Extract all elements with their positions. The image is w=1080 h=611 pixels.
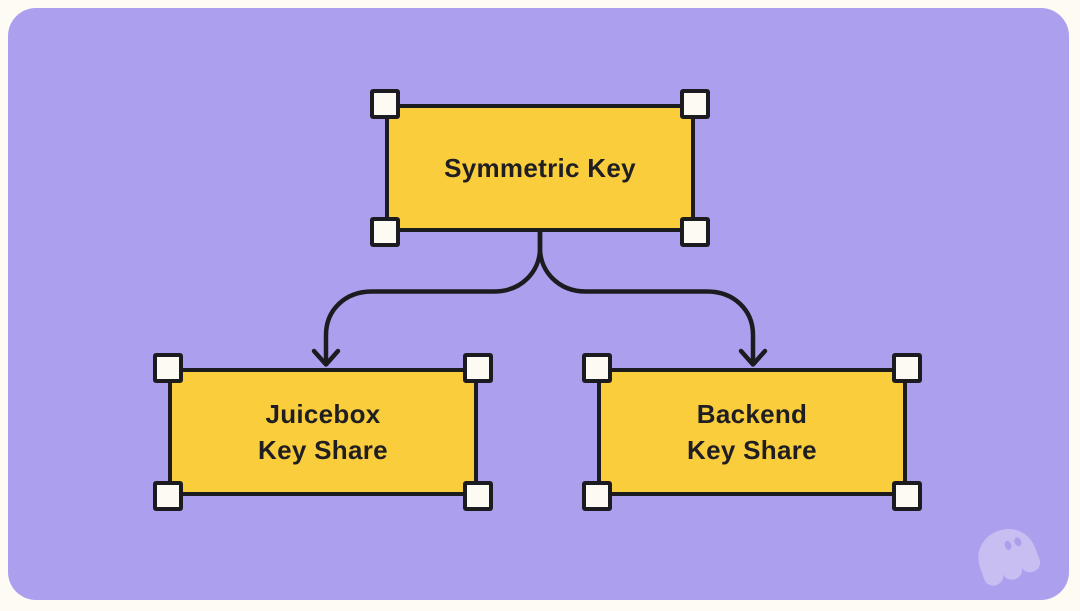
- node-label-line: Key Share: [687, 435, 817, 465]
- ghost-eye-right: [1014, 537, 1022, 547]
- node-label-line: Juicebox: [265, 399, 381, 429]
- resize-handle-top-right[interactable]: [463, 353, 493, 383]
- node-label-line: Symmetric Key: [444, 153, 636, 183]
- node-label: Juicebox Key Share: [258, 396, 388, 468]
- resize-handle-bottom-right[interactable]: [680, 217, 710, 247]
- resize-handle-bottom-left[interactable]: [153, 481, 183, 511]
- node-label-line: Backend: [696, 399, 808, 429]
- node-label: Symmetric Key: [444, 150, 636, 186]
- node-juicebox-key-share[interactable]: Juicebox Key Share: [153, 353, 493, 511]
- resize-handle-bottom-right[interactable]: [892, 481, 922, 511]
- resize-handle-top-right[interactable]: [892, 353, 922, 383]
- resize-handle-top-left[interactable]: [582, 353, 612, 383]
- resize-handle-top-left[interactable]: [153, 353, 183, 383]
- ghost-logo-icon: [978, 529, 1041, 586]
- resize-handle-bottom-left[interactable]: [582, 481, 612, 511]
- resize-handle-top-right[interactable]: [680, 89, 710, 119]
- resize-handle-bottom-left[interactable]: [370, 217, 400, 247]
- node-backend-key-share[interactable]: Backend Key Share: [582, 353, 922, 511]
- node-symmetric-key[interactable]: Symmetric Key: [370, 89, 710, 247]
- resize-handle-bottom-right[interactable]: [463, 481, 493, 511]
- node-label: Backend Key Share: [687, 396, 817, 468]
- ghost-eye-left: [1004, 540, 1012, 550]
- diagram-canvas: [8, 8, 1069, 600]
- node-label-line: Key Share: [258, 435, 388, 465]
- resize-handle-top-left[interactable]: [370, 89, 400, 119]
